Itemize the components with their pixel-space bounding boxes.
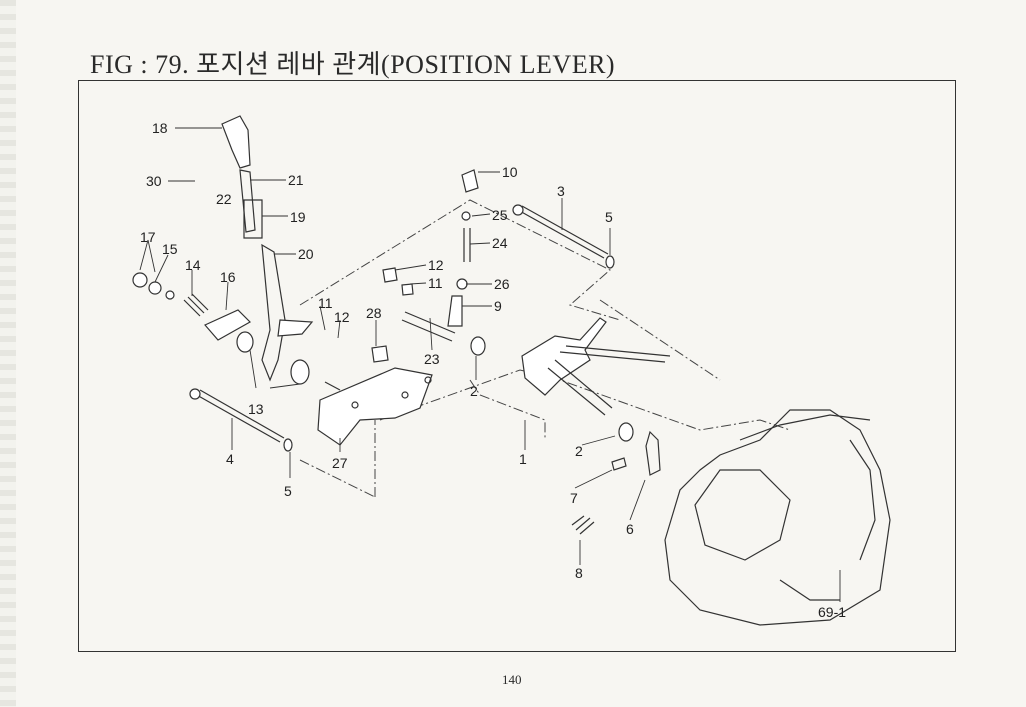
callout-10: 10 [502,164,518,180]
callout-13: 13 [248,401,264,417]
callout-8: 8 [575,565,583,581]
shift-lever-1 [521,317,671,416]
phantom-lines [299,199,791,498]
callout-2a: 2 [470,383,478,399]
callout-22: 22 [216,191,232,207]
callout-5a: 5 [284,483,292,499]
page-title: FIG : 79. 포지션 레바 관계(POSITION LEVER) [90,50,616,79]
linkage-10-9 [447,169,479,327]
position-lever-assembly [221,115,314,382]
callout-11a: 11 [318,295,333,311]
callout-16: 16 [220,269,236,285]
callout-6: 6 [626,521,634,537]
callout-11b: 11 [428,275,443,291]
callout-28: 28 [366,305,382,321]
leader-lines [139,127,841,602]
callout-21: 21 [288,172,304,188]
callout-17: 17 [140,229,156,245]
callout-9: 9 [494,298,502,314]
binding-edge [0,0,16,707]
washers-springs-14-17 [132,272,209,317]
callout-30: 30 [146,173,162,189]
bracket-27 [317,367,433,446]
callout-24: 24 [492,235,508,251]
callout-69-1: 69-1 [818,604,846,620]
bolt-28 [371,345,389,363]
nut-12b [382,267,398,283]
rods [189,204,609,443]
callout-labels: 18 30 21 22 19 17 15 14 16 20 11 12 13 4… [140,120,846,620]
callout-19: 19 [290,209,306,225]
callout-20: 20 [298,246,314,262]
callout-23: 23 [424,351,440,367]
callout-3: 3 [557,183,565,199]
callout-27: 27 [332,455,348,471]
washer-5b [605,255,615,269]
washer-11b [401,283,414,296]
callout-26: 26 [494,276,510,292]
callout-7: 7 [570,490,578,506]
detent-parts [571,422,661,535]
callout-25: 25 [492,207,508,223]
callout-14: 14 [185,257,201,273]
callout-2b: 2 [575,443,583,459]
callout-12a: 12 [334,309,350,325]
callout-1: 1 [519,451,527,467]
diagram-frame [78,80,956,652]
page-number: 140 [502,672,522,687]
friction-disks [204,309,341,391]
callout-15: 15 [162,241,178,257]
shaft-23 [401,311,486,356]
washer-5a [283,438,293,452]
callout-12b: 12 [428,257,444,273]
callout-4: 4 [226,451,234,467]
callout-5b: 5 [605,209,613,225]
transmission-housing [664,409,891,626]
callout-18: 18 [152,120,168,136]
